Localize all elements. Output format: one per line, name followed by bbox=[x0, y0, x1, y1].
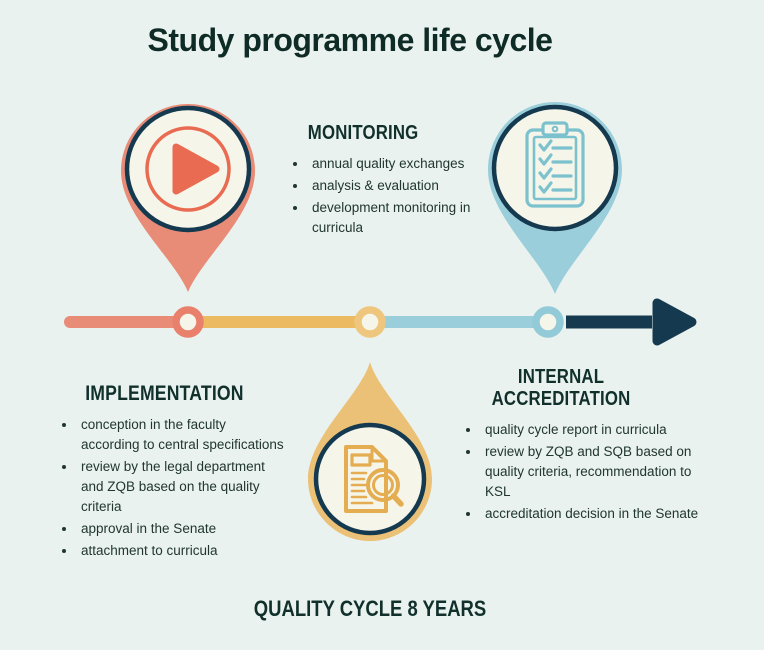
implementation-pin bbox=[121, 104, 255, 292]
timeline-node-2 bbox=[354, 306, 386, 338]
stage-bullets: annual quality exchanges analysis & eval… bbox=[291, 154, 479, 238]
play-icon bbox=[145, 126, 231, 212]
bullet-item: quality cycle report in curricula bbox=[481, 420, 712, 440]
bullet-item: conception in the faculty according to c… bbox=[77, 415, 286, 455]
stage-monitoring: MONITORING annual quality exchanges anal… bbox=[291, 122, 479, 240]
stage-heading: INTERNAL ACCREDITATION bbox=[491, 366, 631, 410]
stage-bullets: quality cycle report in curricula review… bbox=[464, 420, 712, 524]
timeline-node-1 bbox=[172, 306, 204, 338]
page-title: Study programme life cycle bbox=[147, 22, 553, 58]
accreditation-pin bbox=[488, 102, 622, 294]
stage-implementation: IMPLEMENTATION conception in the faculty… bbox=[60, 382, 286, 563]
bullet-item: review by ZQB and SQB based on quality c… bbox=[481, 442, 712, 502]
timeline-node-3 bbox=[532, 306, 564, 338]
bullet-item: annual quality exchanges bbox=[308, 154, 479, 174]
bullet-item: attachment to curricula bbox=[77, 541, 286, 561]
document-search-icon bbox=[344, 445, 404, 513]
stage-bullets: conception in the faculty according to c… bbox=[60, 415, 286, 561]
bullet-item: development monitoring in curricula bbox=[308, 198, 479, 238]
bullet-item: approval in the Senate bbox=[77, 519, 286, 539]
monitoring-drop bbox=[308, 362, 432, 541]
arrow-right-icon bbox=[652, 298, 697, 346]
bullet-item: accreditation decision in the Senate bbox=[481, 504, 712, 524]
stage-heading: MONITORING bbox=[307, 122, 419, 144]
timeline bbox=[64, 298, 697, 346]
stage-internal-accreditation: INTERNAL ACCREDITATION quality cycle rep… bbox=[464, 366, 712, 526]
footer-label: QUALITY CYCLE 8 YEARS bbox=[253, 596, 487, 621]
pin-inner-circle bbox=[491, 104, 619, 232]
checklist-clipboard-icon bbox=[525, 121, 585, 208]
bullet-item: review by the legal department and ZQB b… bbox=[77, 457, 286, 517]
bullet-item: analysis & evaluation bbox=[308, 176, 479, 196]
stage-heading: IMPLEMENTATION bbox=[85, 382, 244, 405]
